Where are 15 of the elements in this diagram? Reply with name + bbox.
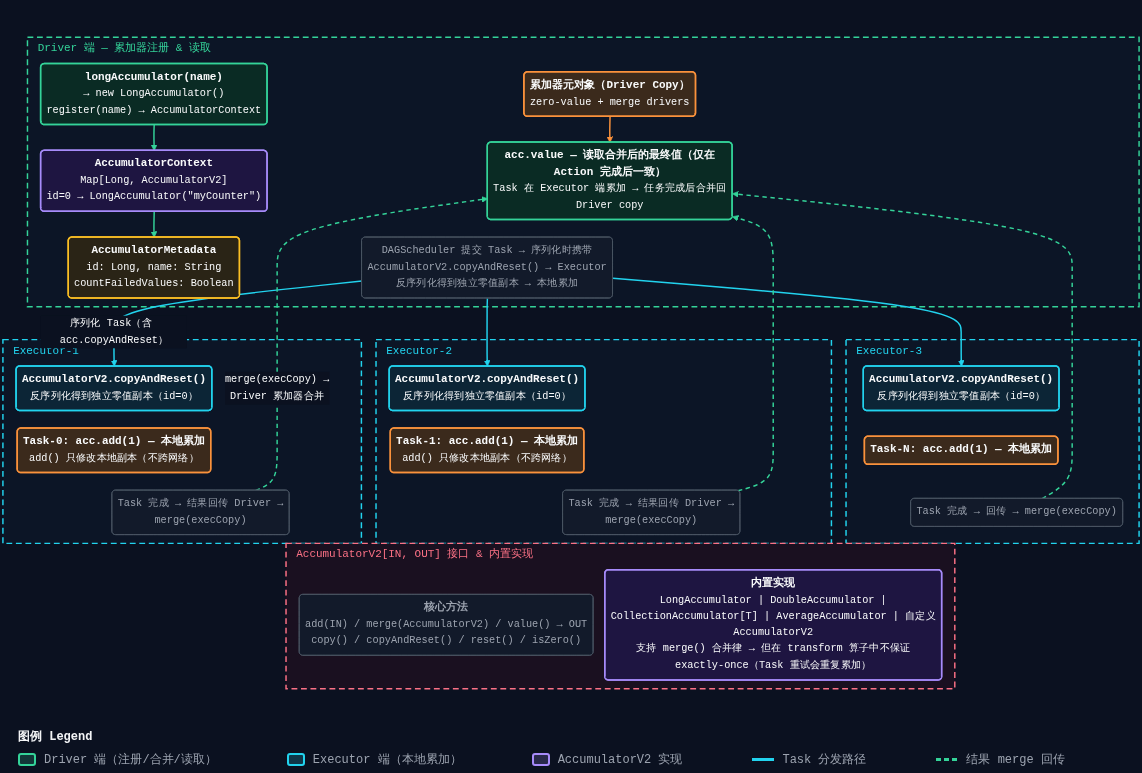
arrow — [612, 277, 965, 367]
arrow — [732, 215, 774, 492]
arrow — [255, 196, 488, 492]
legend-title: 图例 Legend — [18, 729, 93, 745]
arrow — [150, 210, 158, 238]
arrow — [483, 297, 491, 367]
legend-text: 结果 merge 回传 — [966, 752, 1065, 768]
arrow — [150, 124, 158, 151]
edge-label: merge(execCopy) → Driver 累加器合并 — [224, 373, 330, 402]
legend-text: AccumulatorV2 实现 — [557, 752, 683, 768]
arrow — [606, 115, 613, 143]
arrow — [732, 191, 1073, 500]
legend-text: Task 分发路径 — [782, 752, 867, 768]
legend-text: Executor 端（本地累加） — [312, 752, 462, 768]
legend-text: Driver 端（注册/合并/读取） — [44, 752, 217, 768]
